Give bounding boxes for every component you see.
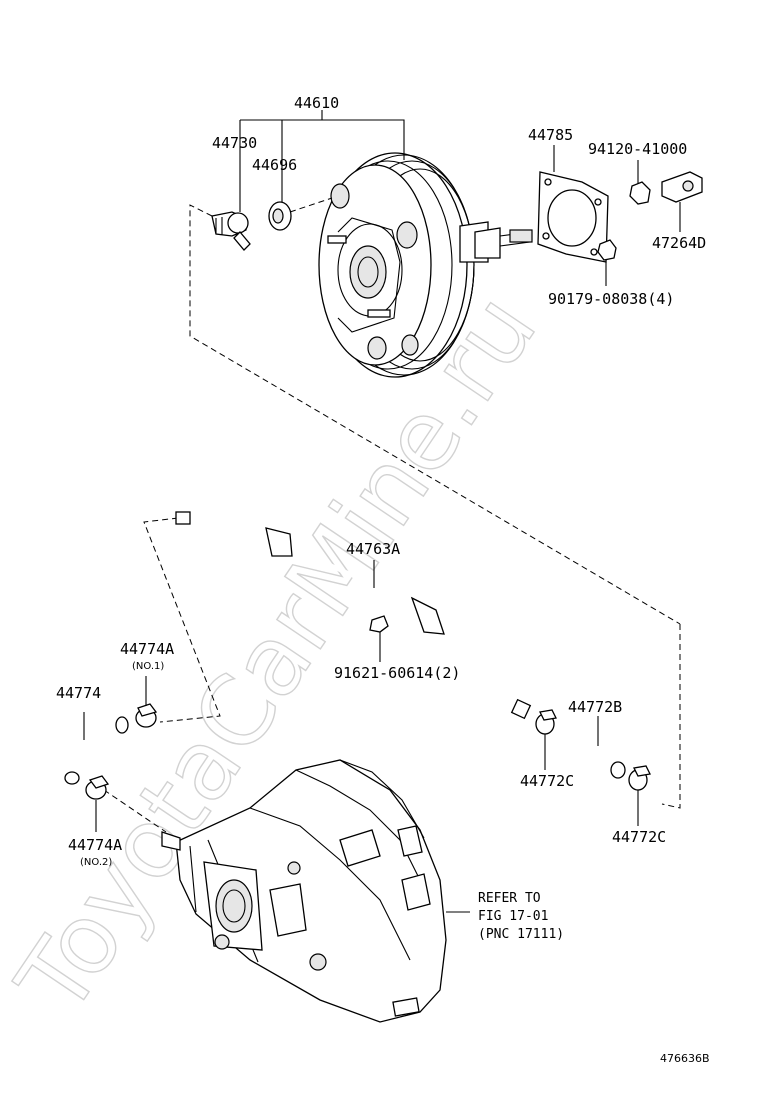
grommet-44696: [268, 201, 292, 231]
label-hose-clip-1: 44774A: [120, 640, 174, 658]
clip-44772C-left: [535, 709, 557, 770]
refer-note-line2: FIG 17-01: [478, 909, 548, 924]
hose-clip-44774A-no1: [135, 676, 158, 728]
label-hose: 44774: [56, 684, 101, 702]
label-hose-clip-2: 44774A: [68, 836, 122, 854]
dashed-reference-lines: [103, 197, 681, 833]
label-clip-c-right: 44772C: [612, 828, 666, 846]
bolt-91621-60614: [369, 615, 389, 662]
intake-manifold: [161, 759, 470, 1023]
hose-clip-44774A-no2: [85, 775, 110, 832]
vacuum-pipe-44763A: [175, 511, 532, 720]
label-check-valve: 44730: [212, 134, 257, 152]
label-booster-nut: 90179-08038(4): [548, 290, 674, 308]
nut-94120-41000: [629, 181, 651, 205]
label-grommet: 44696: [252, 156, 297, 174]
label-hose-b: 44772B: [568, 698, 622, 716]
label-hose-clip-1-note: (NO.1): [132, 661, 164, 672]
label-vacuum-pipe: 44763A: [346, 540, 400, 558]
label-nut: 94120-41000: [588, 140, 687, 158]
label-bracket: 47264D: [652, 234, 706, 252]
label-booster: 44610: [294, 94, 339, 112]
leader-lines-upper: [239, 110, 681, 286]
refer-note-line1: REFER TO: [478, 891, 541, 906]
refer-note-line3: (PNC 17111): [478, 927, 564, 942]
label-gasket: 44785: [528, 126, 573, 144]
label-hose-clip-2-note: (NO.2): [80, 857, 112, 868]
brake-booster-44610: [318, 152, 533, 378]
label-clip-c-left: 44772C: [520, 772, 574, 790]
nut-90179-08038: [597, 239, 617, 261]
bracket-47264D: [661, 171, 703, 203]
figure-id: 476636B: [660, 1052, 710, 1065]
clip-44772C-right: [628, 765, 651, 826]
label-pipe-bolt: 91621-60614(2): [334, 664, 460, 682]
hose-44772B: [560, 716, 626, 779]
check-valve-44730: [211, 211, 251, 251]
gasket-44785: [537, 171, 609, 263]
hose-44774: [51, 712, 135, 785]
